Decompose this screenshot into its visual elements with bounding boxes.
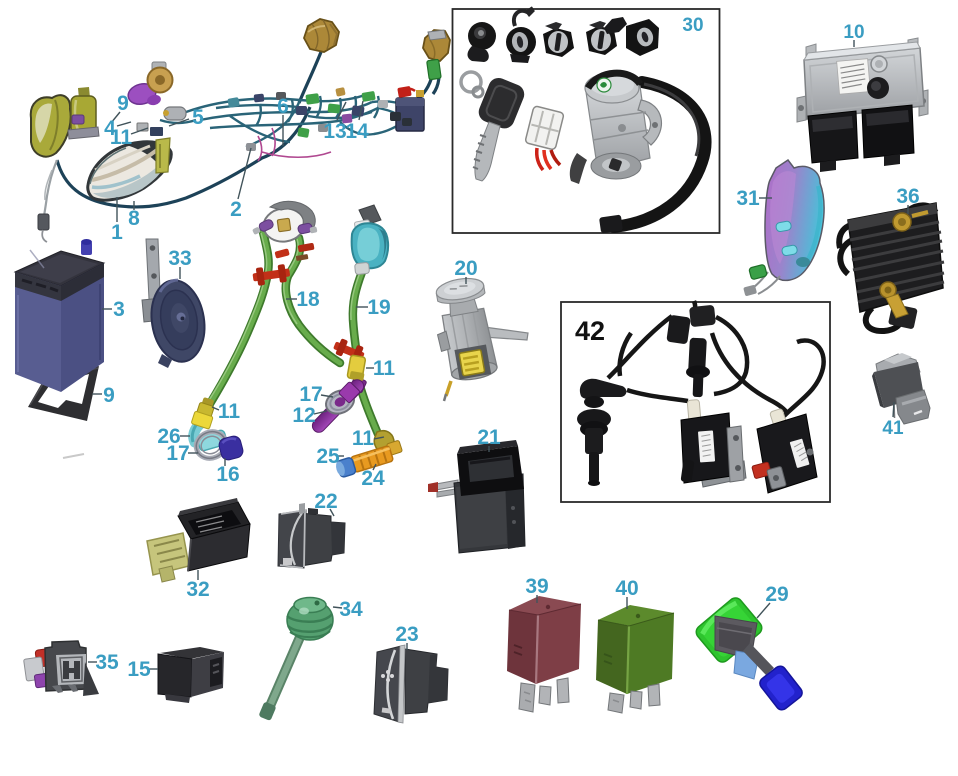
svg-text:3: 3 [113,298,125,321]
svg-text:9: 9 [103,384,115,407]
svg-text:15: 15 [127,658,151,681]
svg-text:1: 1 [111,221,123,244]
svg-text:8: 8 [128,207,140,230]
svg-text:42: 42 [575,316,605,346]
svg-text:18: 18 [296,288,320,311]
svg-text:25: 25 [316,445,340,468]
svg-text:11: 11 [218,400,241,423]
svg-text:9: 9 [117,92,129,115]
svg-text:33: 33 [168,247,191,270]
svg-text:10: 10 [843,22,864,43]
svg-text:11: 11 [110,126,133,149]
svg-text:12: 12 [292,404,315,427]
svg-text:6: 6 [277,95,289,118]
svg-text:16: 16 [216,463,239,486]
svg-text:17: 17 [166,442,189,465]
svg-text:22: 22 [314,490,337,513]
svg-text:17: 17 [299,383,322,406]
svg-text:11: 11 [352,427,375,450]
svg-text:11: 11 [373,357,396,380]
svg-text:31: 31 [736,187,760,210]
svg-text:41: 41 [882,418,904,439]
svg-text:13: 13 [323,120,346,143]
svg-text:30: 30 [682,15,703,36]
svg-text:34: 34 [339,598,363,621]
svg-text:24: 24 [361,467,385,490]
svg-text:5: 5 [192,106,204,129]
svg-text:23: 23 [395,623,418,646]
svg-text:21: 21 [477,426,501,449]
svg-text:36: 36 [896,185,919,208]
svg-text:29: 29 [765,583,788,606]
svg-text:19: 19 [367,296,390,319]
svg-text:26: 26 [157,425,180,448]
svg-text:14: 14 [345,120,369,143]
svg-text:35: 35 [95,651,119,674]
svg-text:20: 20 [454,257,477,280]
svg-text:40: 40 [615,577,638,600]
svg-text:39: 39 [525,575,548,598]
svg-text:2: 2 [230,198,242,221]
svg-text:32: 32 [186,578,209,601]
svg-text:4: 4 [104,117,116,140]
